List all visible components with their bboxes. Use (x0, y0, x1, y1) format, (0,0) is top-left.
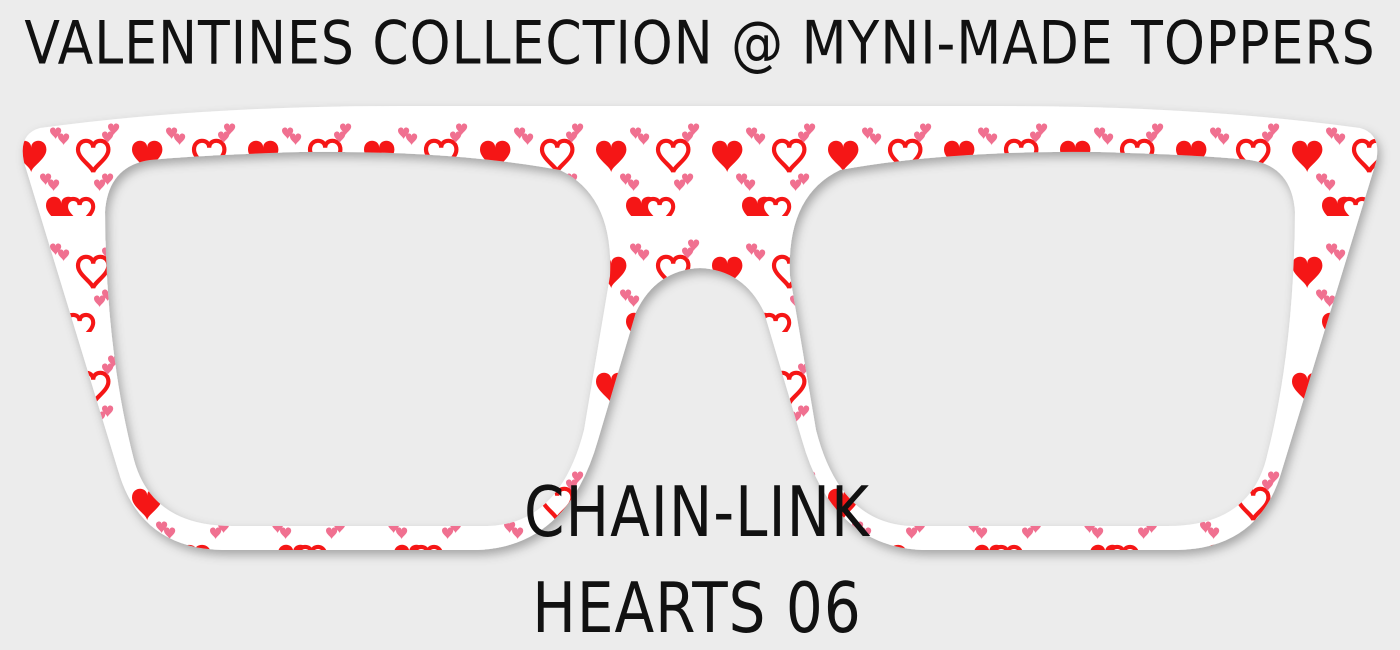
product-name-line-1: CHAIN-LINK (523, 471, 871, 553)
collection-title: VALENTINES COLLECTION @ MYNI-MADE TOPPER… (24, 9, 1376, 79)
frame-shape (22, 106, 1378, 550)
product-name-line-2: HEARTS 06 (532, 567, 862, 649)
